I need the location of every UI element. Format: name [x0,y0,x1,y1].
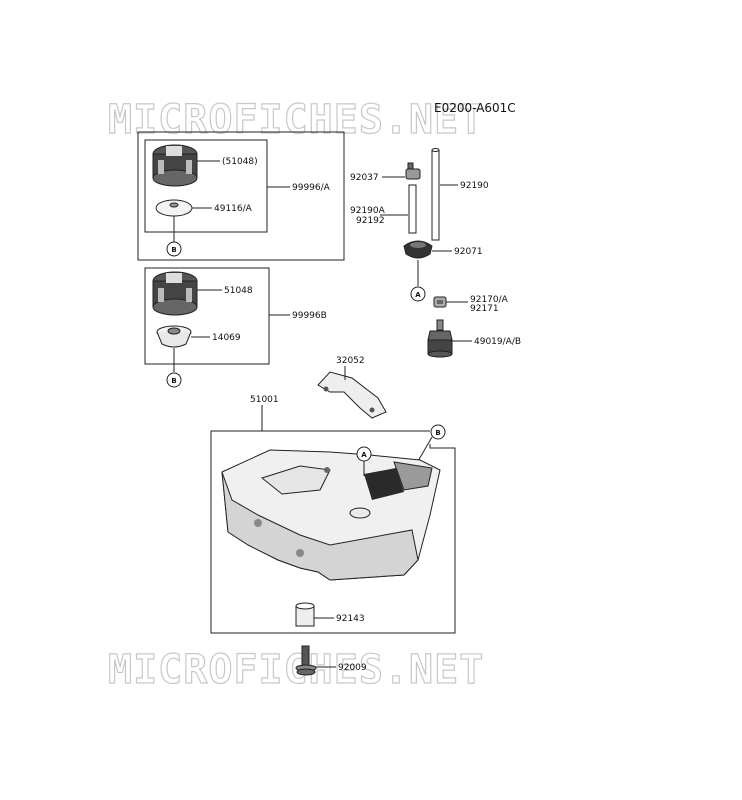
label-92143: 92143 [336,614,365,624]
svg-text:B: B [435,429,440,437]
fuel-tank-51001[interactable] [221,449,441,581]
filter-49019ab[interactable] [427,319,453,358]
clamp-92170a[interactable] [433,296,447,308]
label-49116a: 49116/A [214,204,253,214]
fuel-cap-51048-paren[interactable] [152,144,198,187]
label-99996a: 99996/A [292,183,331,193]
bolt-92009[interactable] [295,645,317,676]
label-14069: 14069 [212,333,241,343]
kit-inner-box-99996a [144,139,268,233]
callout-b-3: B [430,424,446,440]
label-92190: 92190 [460,181,489,191]
callout-a-1: A [410,286,426,302]
grommet-92071[interactable] [403,240,433,259]
label-51048: 51048 [224,286,253,296]
collar-92143[interactable] [295,602,315,627]
label-99996b: 99996B [292,311,327,321]
svg-text:A: A [415,291,421,299]
kit-box-99996a [137,131,345,261]
callout-b-1: B [166,241,182,257]
label-92037: 92037 [350,173,379,183]
label-92009: 92009 [338,663,367,673]
label-32052: 32052 [336,356,365,366]
diagram-code: E0200-A601C [434,101,516,115]
svg-text:B: B [171,377,176,385]
watermark-top: MICROFICHES.NET [108,97,484,143]
label-51048-paren: (51048) [222,157,258,167]
callout-b-2: B [166,372,182,388]
label-92071: 92071 [454,247,483,257]
label-51001: 51001 [250,395,279,405]
fuel-cap-51048[interactable] [152,271,198,316]
watermark-bottom: MICROFICHES.NET [108,647,484,693]
clamp-92037[interactable] [405,162,421,180]
label-92192: 92192 [356,216,385,226]
label-92170a: 92170/A [470,295,509,305]
label-92171: 92171 [470,304,499,314]
tube-92190a[interactable] [408,184,417,234]
label-92190a: 92190A [350,206,386,216]
bracket-32052[interactable] [317,371,387,419]
svg-text:A: A [361,451,367,459]
callout-a-2: A [356,446,372,462]
kit-box-99996b [144,267,270,365]
gasket-14069[interactable] [156,325,192,348]
label-49019ab: 49019/A/B [474,337,521,347]
svg-text:B: B [171,246,176,254]
tube-92190[interactable] [431,148,440,241]
diaphragm-49116a[interactable] [155,199,193,217]
